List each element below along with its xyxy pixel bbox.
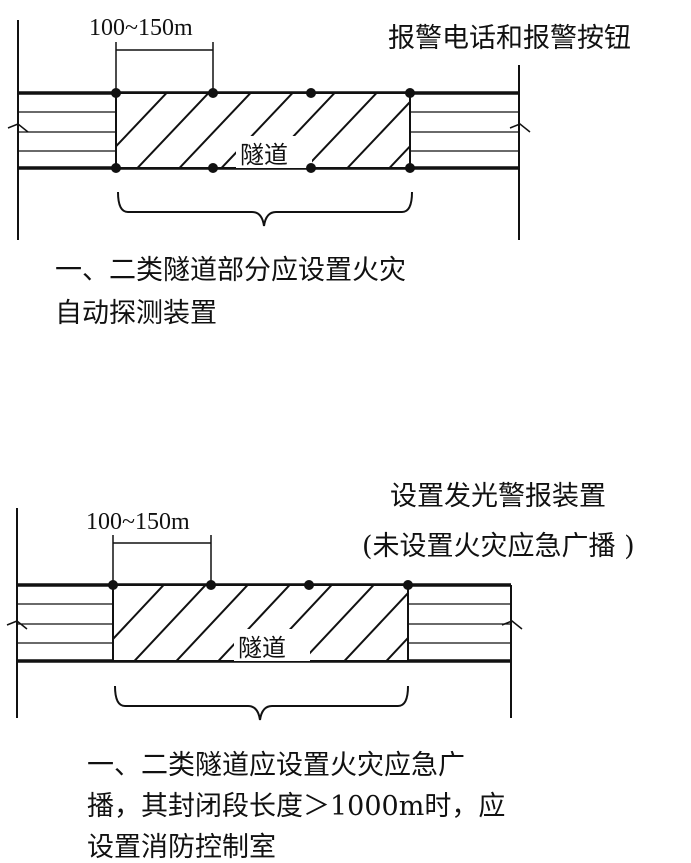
equipment-label-1: 报警电话和报警按钮	[388, 23, 631, 54]
spacing-label-1: 100~150m	[89, 15, 193, 41]
left-break-mark-2	[6, 620, 28, 630]
equipment-label-2-line-1: 设置发光警报装置	[390, 481, 606, 512]
caption-1-line-2: 自动探测装置	[55, 298, 217, 329]
section-brace-1	[117, 191, 413, 227]
alarm-point	[304, 580, 314, 590]
diagram-1	[7, 20, 531, 240]
equipment-label-2-line-2: (未设置火灾应急广播 )	[362, 531, 635, 562]
alarm-point	[405, 88, 415, 98]
left-break-mark-1	[7, 123, 29, 133]
caption-2-line-1: 一、二类隧道应设置火灾应急广	[87, 750, 465, 781]
caption-2-line-2: 播，其封闭段长度＞1000m时，应	[87, 791, 505, 822]
alarm-point	[111, 88, 121, 98]
alarm-point	[206, 580, 216, 590]
tunnel-label-2: 隧道	[238, 634, 286, 662]
alarm-points-1	[111, 88, 415, 173]
alarm-point	[306, 163, 316, 173]
tunnel-label-bg-1	[236, 136, 312, 168]
spacing-label-2: 100~150m	[86, 509, 190, 535]
alarm-point	[403, 580, 413, 590]
diagram-2	[6, 508, 523, 721]
alarm-point	[405, 163, 415, 173]
alarm-point	[208, 163, 218, 173]
tunnel-label-1: 隧道	[240, 141, 288, 169]
section-brace-2	[114, 685, 409, 721]
alarm-points-2	[108, 580, 413, 590]
caption-1-line-1: 一、二类隧道部分应设置火灾	[55, 255, 406, 286]
alarm-point	[108, 580, 118, 590]
right-break-mark-1	[509, 123, 531, 133]
alarm-point	[208, 88, 218, 98]
alarm-point	[111, 163, 121, 173]
tunnel-label-bg-2	[234, 629, 310, 661]
caption-2-line-3: 设置消防控制室	[87, 832, 276, 863]
alarm-point	[306, 88, 316, 98]
